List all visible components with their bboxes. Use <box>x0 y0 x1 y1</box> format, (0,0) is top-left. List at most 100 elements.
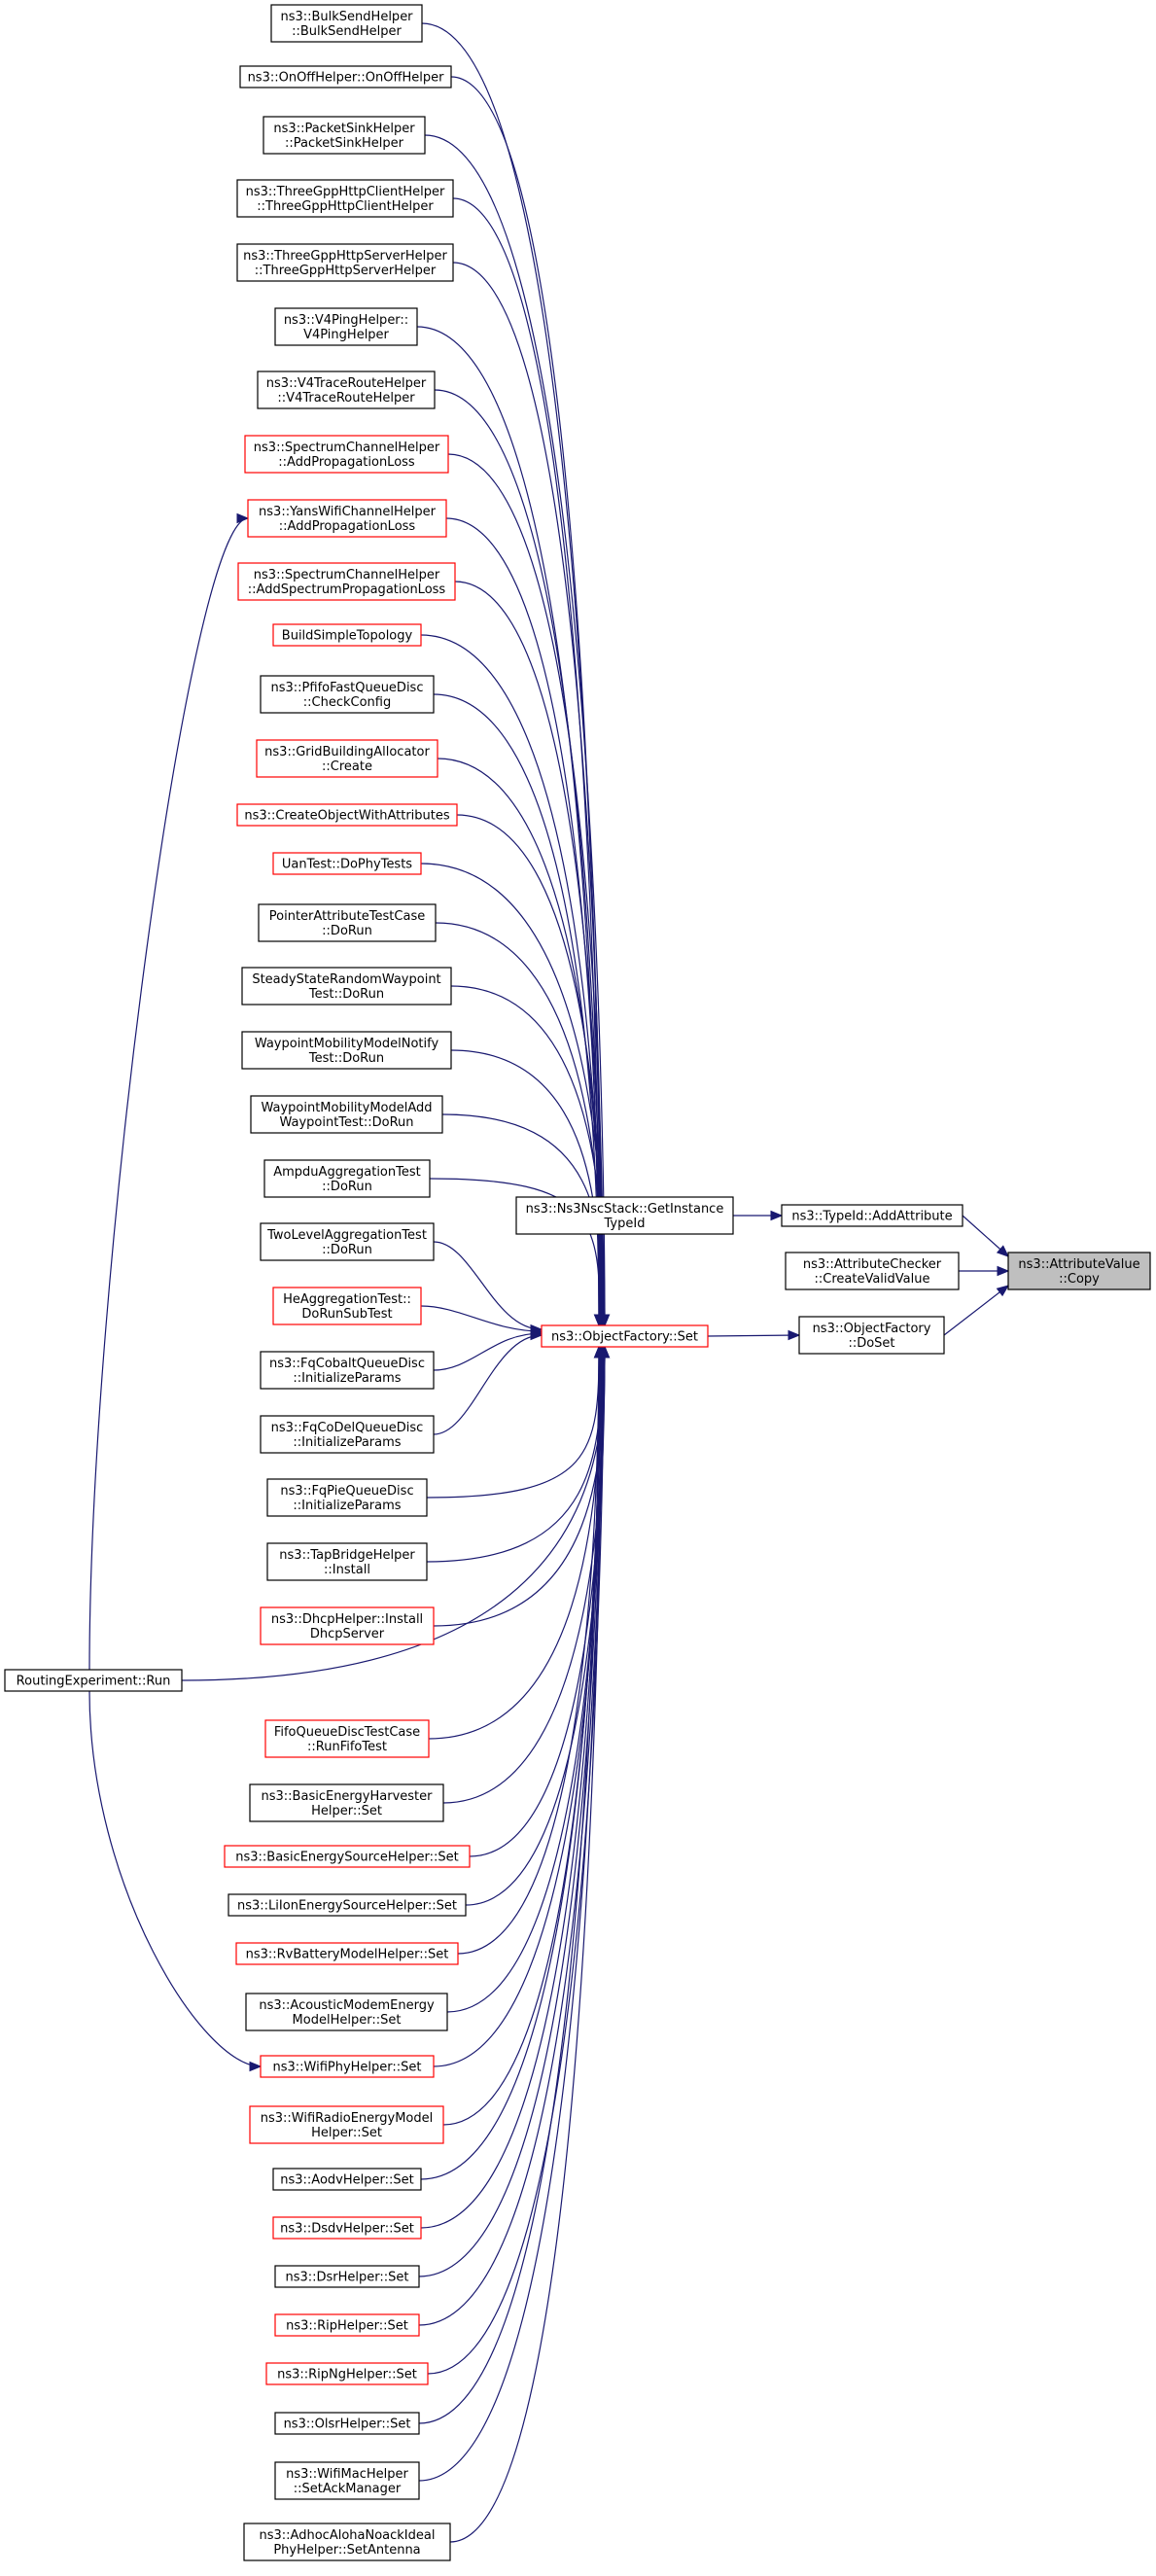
node-olsr[interactable]: ns3::OlsrHelper::Set <box>274 2412 420 2435</box>
edge-path <box>943 1285 1009 1336</box>
node-label: ::AddSpectrumPropagationLoss <box>248 582 446 597</box>
node-tapbridge[interactable]: ns3::TapBridgeHelper::Install <box>266 1542 428 1581</box>
node-box <box>1007 1252 1151 1290</box>
node-fifotest[interactable]: FifoQueueDiscTestCase::RunFifoTest <box>264 1719 430 1758</box>
node-ampdu[interactable]: AmpduAggregationTest::DoRun <box>263 1159 431 1198</box>
node-label: ModelHelper::Set <box>293 2013 402 2028</box>
node-yans-addprop[interactable]: ns3::YansWifiChannelHelper::AddPropagati… <box>247 499 447 538</box>
edge-arrowhead <box>788 1329 801 1341</box>
edge-path <box>441 1113 605 1326</box>
edge-heagg-to-set <box>420 1305 543 1337</box>
node-label: ns3::AdhocAlohaNoackIdeal <box>260 2528 436 2543</box>
node-basicsource[interactable]: ns3::BasicEnergySourceHelper::Set <box>224 1845 471 1868</box>
node-box <box>263 1159 431 1198</box>
node-label: ::ThreeGppHttpServerHelper <box>255 264 437 278</box>
node-label: ns3::ThreeGppHttpClientHelper <box>246 185 445 199</box>
node-label: Test::DoRun <box>308 1051 384 1066</box>
node-box <box>247 499 447 538</box>
node-aodv[interactable]: ns3::AodvHelper::Set <box>272 2168 422 2191</box>
node-rvbattery[interactable]: ns3::RvBatteryModelHelper::Set <box>235 1942 459 1965</box>
node-label: DoRunSubTest <box>301 1307 392 1322</box>
node-spectrum-addprop[interactable]: ns3::SpectrumChannelHelper::AddPropagati… <box>244 435 449 474</box>
edge-arrowhead <box>996 1245 1009 1257</box>
edge-arrowhead <box>236 512 250 524</box>
edge-arrowhead <box>770 1210 784 1221</box>
node-twolevel[interactable]: TwoLevelAggregationTest::DoRun <box>260 1222 435 1261</box>
node-ripng[interactable]: ns3::RipNgHelper::Set <box>265 2362 429 2385</box>
node-waypoint-add[interactable]: WaypointMobilityModelAddWaypointTest::Do… <box>250 1095 443 1134</box>
node-spectrum-addspec[interactable]: ns3::SpectrumChannelHelper::AddSpectrumP… <box>237 562 456 601</box>
node-buildsimple[interactable]: BuildSimpleTopology <box>272 623 422 647</box>
node-box <box>249 1783 444 1822</box>
node-dsr[interactable]: ns3::DsrHelper::Set <box>274 2265 420 2288</box>
node-label: ns3::AcousticModemEnergy <box>259 1998 435 2013</box>
edge-path <box>418 1346 604 2326</box>
node-objfactory-set[interactable]: ns3::ObjectFactory::Set <box>541 1324 709 1348</box>
node-createobj[interactable]: ns3::CreateObjectWithAttributes <box>236 803 458 827</box>
node-routing[interactable]: RoutingExperiment::Run <box>4 1669 183 1692</box>
node-box <box>235 1942 459 1965</box>
node-uantest[interactable]: UanTest::DoPhyTests <box>272 852 422 875</box>
node-label: ns3::CreateObjectWithAttributes <box>244 809 449 824</box>
node-v4traceroute[interactable]: ns3::V4TraceRouteHelper::V4TraceRouteHel… <box>257 371 436 409</box>
node-fqcobalt[interactable]: ns3::FqCobaltQueueDisc::InitializeParams <box>260 1351 435 1390</box>
node-wifiphy[interactable]: ns3::WifiPhyHelper::Set <box>260 2055 435 2078</box>
node-tgpp-server[interactable]: ns3::ThreeGppHttpServerHelper::ThreeGppH… <box>236 243 454 282</box>
call-nodes: ns3::BulkSendHelper::BulkSendHelperns3::… <box>4 4 1151 2561</box>
node-dsdv[interactable]: ns3::DsdvHelper::Set <box>272 2216 422 2240</box>
node-pointerattr[interactable]: PointerAttributeTestCase::DoRun <box>258 903 437 942</box>
node-label: ns3::Ns3NscStack::GetInstance <box>526 1202 724 1217</box>
node-attrvalue-copy[interactable]: ns3::AttributeValue::Copy <box>1007 1252 1151 1290</box>
edge-path <box>446 1346 604 2013</box>
node-rip[interactable]: ns3::RipHelper::Set <box>274 2313 420 2337</box>
node-label: WaypointMobilityModelNotify <box>255 1037 439 1051</box>
edge-fqcobalt-to-set <box>433 1327 543 1371</box>
node-heagg[interactable]: HeAggregationTest::DoRunSubTest <box>272 1287 422 1325</box>
node-label: Helper::Set <box>311 2126 382 2140</box>
node-checker-createvalid[interactable]: ns3::AttributeChecker::CreateValidValue <box>785 1252 960 1290</box>
node-bulksend[interactable]: ns3::BulkSendHelper::BulkSendHelper <box>270 4 423 43</box>
edge-arrowhead <box>997 1265 1010 1277</box>
node-box <box>260 1415 435 1454</box>
edge-objfactory-doset-to-copy <box>943 1285 1010 1336</box>
node-adhoc[interactable]: ns3::AdhocAlohaNoackIdealPhyHelper::SetA… <box>243 2523 451 2561</box>
node-label: ns3::YansWifiChannelHelper <box>259 505 437 519</box>
node-typeid-addattr[interactable]: ns3::TypeId::AddAttribute <box>781 1204 963 1227</box>
node-label: AmpduAggregationTest <box>273 1165 420 1180</box>
node-onoff[interactable]: ns3::OnOffHelper::OnOffHelper <box>239 65 452 88</box>
node-fqcodel[interactable]: ns3::FqCoDelQueueDisc::InitializeParams <box>260 1415 435 1454</box>
edge-path <box>420 1346 601 2180</box>
node-liion[interactable]: ns3::LiIonEnergySourceHelper::Set <box>228 1893 467 1917</box>
node-box <box>249 2105 444 2144</box>
node-fqpie[interactable]: ns3::FqPieQueueDisc::InitializeParams <box>266 1478 428 1517</box>
node-box <box>274 2412 420 2435</box>
edge-arrowhead <box>530 1329 543 1341</box>
node-label: UanTest::DoPhyTests <box>282 858 412 872</box>
edge-fifotest-to-set <box>428 1345 608 1740</box>
node-pfifo[interactable]: ns3::PfifoFastQueueDisc::CheckConfig <box>260 675 435 714</box>
node-label: ns3::RipNgHelper::Set <box>277 2368 417 2382</box>
node-label: BuildSimpleTopology <box>282 629 413 644</box>
node-gridbuilding[interactable]: ns3::GridBuildingAllocator::Create <box>256 739 438 778</box>
node-objfactory-doset[interactable]: ns3::ObjectFactory::DoSet <box>798 1316 945 1355</box>
edge-path <box>418 1346 600 2424</box>
node-label: ::InitializeParams <box>293 1371 401 1386</box>
node-wifimac[interactable]: ns3::WifiMacHelper::SetAckManager <box>274 2461 420 2500</box>
node-v4ping[interactable]: ns3::V4PingHelper::V4PingHelper <box>274 307 418 346</box>
edge-typeid-addattr-to-copy <box>962 1215 1009 1257</box>
edge-set-to-doset <box>707 1329 801 1341</box>
node-box <box>256 739 438 778</box>
node-tgpp-client[interactable]: ns3::ThreeGppHttpClientHelper::ThreeGppH… <box>236 179 454 218</box>
node-box <box>515 1196 734 1235</box>
node-packetsink[interactable]: ns3::PacketSinkHelper::PacketSinkHelper <box>263 116 426 155</box>
edge-path <box>433 1332 543 1371</box>
edge-path <box>420 634 602 1326</box>
node-box <box>260 675 435 714</box>
